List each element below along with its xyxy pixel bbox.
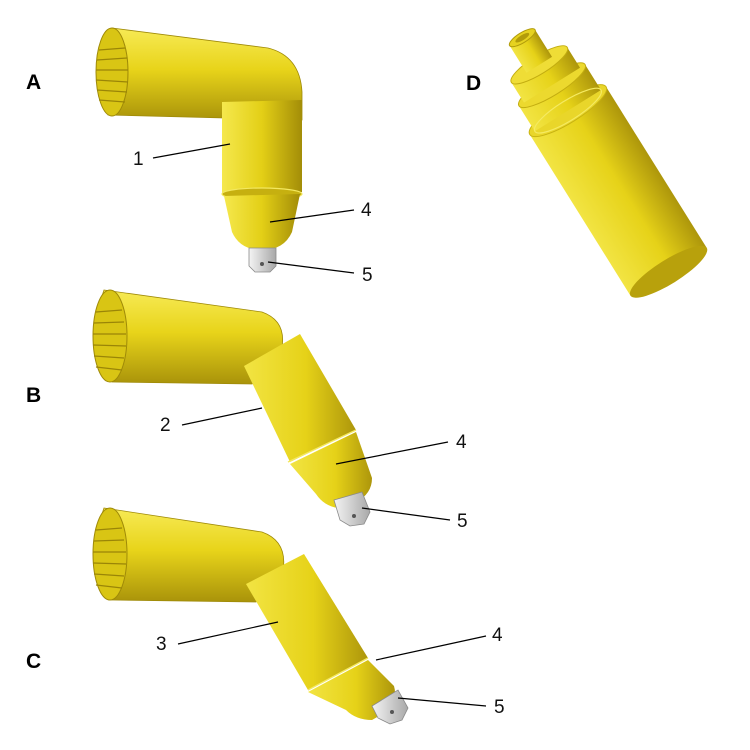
leader-b-5 [361,507,451,521]
callout-b-4: 4 [456,432,467,453]
leader-a-5 [267,261,355,274]
handpiece-b [92,289,372,527]
panel-c: C 3 4 5 [26,507,505,725]
panel-d-label: D [466,72,481,95]
callout-b-5: 5 [457,511,468,532]
callout-a-5: 5 [362,265,373,286]
panel-c-label: C [26,650,41,673]
leader-c-3 [177,621,279,645]
callout-a-4: 4 [361,200,372,221]
handpiece-a [95,27,303,273]
leader-a-4 [269,209,355,223]
handpiece-c [92,507,409,725]
panel-a: A 1 4 5 [26,27,373,286]
panel-a-label: A [26,71,41,94]
leader-b-2 [181,407,263,426]
leader-c-5 [397,697,487,707]
panel-b-label: B [26,384,41,407]
leader-b-4 [335,441,449,465]
callout-c-3: 3 [156,634,167,655]
leader-c-4 [375,635,487,661]
panel-b: B 2 4 5 [26,289,468,532]
leader-a-1 [152,143,231,159]
callout-c-5: 5 [494,697,505,718]
panel-d: D [466,28,708,298]
callout-c-4: 4 [492,625,503,646]
cylinder-attachment-d [508,28,708,298]
callout-b-2: 2 [160,415,171,436]
callout-a-1: 1 [133,149,144,170]
